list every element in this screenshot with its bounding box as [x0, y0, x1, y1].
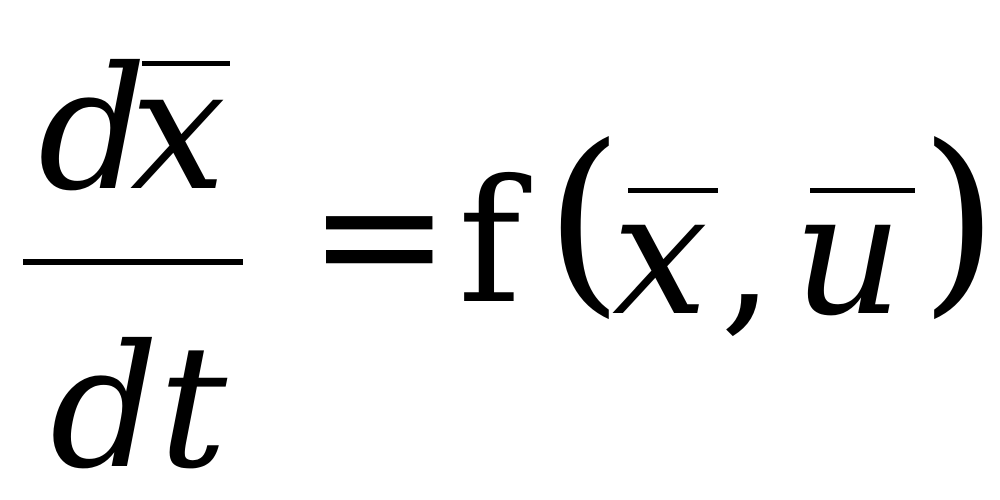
equals-sign: =	[308, 136, 451, 334]
argument-x-overline	[628, 188, 718, 193]
comma: ,	[720, 156, 775, 354]
close-parenthesis: )	[920, 103, 999, 336]
numerator-x: x	[130, 31, 226, 229]
numerator-x-overline	[142, 61, 230, 66]
open-parenthesis: (	[545, 103, 624, 336]
argument-u: u	[793, 156, 903, 354]
numerator-d: d	[38, 31, 147, 229]
argument-x: x	[612, 156, 708, 354]
fraction-bar	[23, 259, 243, 265]
denominator-dt: dt	[50, 309, 228, 500]
argument-u-overline	[810, 188, 915, 193]
function-f: f	[458, 144, 521, 342]
